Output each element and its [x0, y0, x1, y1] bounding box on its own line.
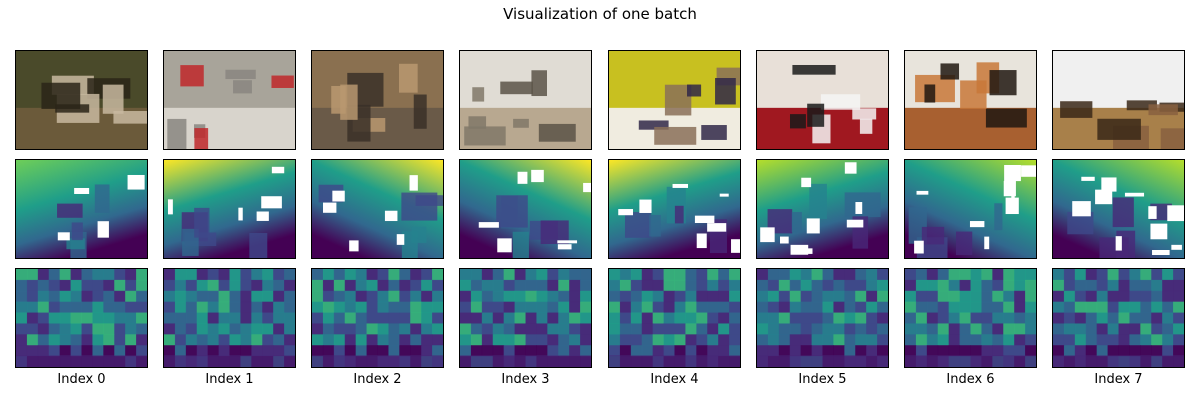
column-label-6: Index 6 — [946, 372, 995, 387]
predicted-depth-heatmap-4 — [608, 268, 741, 368]
column-label-3: Index 3 — [501, 372, 550, 387]
predicted-depth-heatmap-5 — [756, 268, 889, 368]
column-label-4: Index 4 — [650, 372, 699, 387]
figure-title: Visualization of one batch — [503, 5, 697, 23]
rgb-photo-2 — [311, 50, 444, 150]
depth-map-3 — [459, 159, 592, 259]
column-label-5: Index 5 — [798, 372, 847, 387]
predicted-depth-heatmap-3 — [459, 268, 592, 368]
depth-map-2 — [311, 159, 444, 259]
column-label-2: Index 2 — [353, 372, 402, 387]
rgb-photo-3 — [459, 50, 592, 150]
rgb-photo-6 — [904, 50, 1037, 150]
rgb-photo-1 — [163, 50, 296, 150]
predicted-depth-heatmap-6 — [904, 268, 1037, 368]
column-label-7: Index 7 — [1094, 372, 1143, 387]
depth-map-6 — [904, 159, 1037, 259]
predicted-depth-heatmap-0 — [15, 268, 148, 368]
depth-map-0 — [15, 159, 148, 259]
rgb-photo-0 — [15, 50, 148, 150]
depth-map-5 — [756, 159, 889, 259]
depth-map-4 — [608, 159, 741, 259]
predicted-depth-heatmap-2 — [311, 268, 444, 368]
column-label-1: Index 1 — [205, 372, 254, 387]
rgb-photo-4 — [608, 50, 741, 150]
depth-map-7 — [1052, 159, 1185, 259]
rgb-photo-5 — [756, 50, 889, 150]
predicted-depth-heatmap-7 — [1052, 268, 1185, 368]
predicted-depth-heatmap-1 — [163, 268, 296, 368]
column-label-0: Index 0 — [57, 372, 106, 387]
depth-map-1 — [163, 159, 296, 259]
rgb-photo-7 — [1052, 50, 1185, 150]
